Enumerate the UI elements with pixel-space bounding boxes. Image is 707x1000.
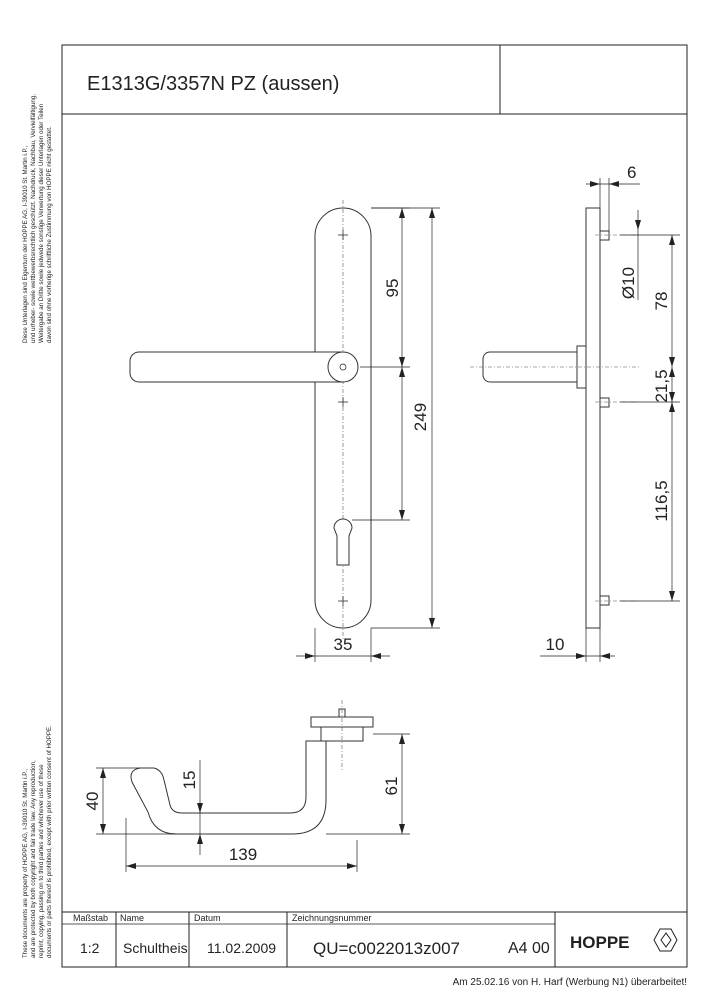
hoppe-logo-icon: [653, 928, 678, 952]
side-stud-top: [599, 230, 610, 241]
legal-en-line-4: documents or parts thereof is prohibited…: [46, 725, 53, 958]
dim-10-arrow-right: [600, 653, 610, 659]
legal-notice-de: Diese Unterlagen sind Eigentum der HOPPE…: [22, 94, 53, 343]
dim-21-5-label: 21,5: [652, 369, 671, 402]
front-spindle-mark: [339, 363, 347, 371]
legal-de-line-2: und urheber- sowie wettbewerbsrechtlich …: [30, 94, 37, 343]
dim-139-arrow-left: [126, 863, 136, 869]
front-screw-top: [338, 230, 348, 240]
scale-value: 1:2: [80, 940, 100, 956]
legal-de-line-1: Diese Unterlagen sind Eigentum der HOPPE…: [22, 145, 29, 343]
dim-78-arrow-top: [669, 235, 675, 245]
date-label: Datum: [194, 913, 221, 923]
legal-notice-en: These documents are property of HOPPE AG…: [22, 725, 53, 958]
name-label: Name: [120, 913, 144, 923]
dim-35-arrow-left: [305, 653, 315, 659]
dim-116-5-label: 116,5: [652, 480, 671, 521]
dim-249-arrow-top: [399, 367, 405, 377]
dim-61-arrow-bottom: [399, 824, 405, 834]
dim-139-label: 139: [229, 845, 257, 864]
revision-value: 00: [532, 940, 550, 957]
dim-249-label: 249: [411, 403, 430, 431]
drawing-number-value: QU=c0022013z007: [313, 939, 460, 958]
dim-overall-arrow-bottom: [429, 618, 435, 628]
name-value: Schultheis: [123, 940, 188, 956]
legal-de-line-4: davon sind ohne vorherige schriftliche Z…: [46, 126, 53, 343]
legal-de-line-3: Weitergabe an Dritte sowie jedwede sonst…: [38, 103, 45, 343]
dim-10-arrow-left: [576, 653, 586, 659]
legal-en-line-1: These documents are property of HOPPE AG…: [22, 769, 29, 958]
scale-label: Maßstab: [73, 913, 108, 923]
footer-note: Am 25.02.16 von H. Harf (Werbung N1) übe…: [453, 977, 687, 988]
side-stud-bottom: [599, 595, 610, 606]
dim-116-5-arrow-bottom: [669, 591, 675, 601]
dim-15-arrow-bottom: [197, 834, 203, 844]
dim-21-5-arrow-bottom: [669, 392, 675, 402]
dim-40-arrow-top: [100, 768, 106, 778]
date-value: 11.02.2009: [207, 940, 276, 956]
dim-6-arrow-right: [609, 181, 619, 187]
side-stud-mid: [599, 397, 610, 408]
legal-en-line-3: reprint, copying, passing on to third pa…: [38, 764, 45, 958]
side-view: 6 Ø10 78 21,5 116,5 10: [470, 163, 680, 662]
dim-overall-arrow-top: [429, 208, 435, 218]
front-screw-mid: [338, 397, 348, 407]
dim-dia10-label: Ø10: [619, 267, 638, 299]
legal-en-line-2: and are protected by both copyright and …: [30, 760, 37, 958]
dim-dia10-arrow: [635, 220, 641, 230]
title-block: Maßstab 1:2 Name Schultheis Datum 11.02.…: [62, 911, 687, 967]
front-lever: [129, 351, 344, 383]
front-cylinder-cutout: [333, 518, 353, 566]
top-view: 40 15 61 139: [83, 700, 410, 872]
dim-21-5-arrow-top: [669, 367, 675, 377]
dim-61-label: 61: [382, 777, 401, 796]
dim-139-arrow-right: [347, 863, 357, 869]
dim-6-arrow-left: [590, 181, 600, 187]
dim-10-label: 10: [546, 635, 565, 654]
dim-249-arrow-bottom: [399, 510, 405, 520]
front-view: 95 249 35: [129, 200, 440, 662]
dim-40-arrow-bottom: [100, 824, 106, 834]
dim-95-arrow-top: [399, 208, 405, 218]
drawing-title: E1313G/3357N PZ (aussen): [87, 73, 339, 95]
drawing-number-label: Zeichnungsnummer: [292, 913, 372, 923]
format-value: A4: [508, 940, 528, 957]
dim-95-label: 95: [383, 279, 402, 298]
dim-116-5-arrow-top: [669, 402, 675, 412]
dim-15-label: 15: [180, 771, 199, 790]
brand-logo-text: HOPPE: [570, 933, 630, 952]
dim-35-arrow-right: [371, 653, 381, 659]
drawing-frame: [61, 44, 688, 968]
side-backplate: [585, 207, 601, 629]
dim-61-arrow-top: [399, 734, 405, 744]
dim-78-label: 78: [652, 292, 671, 311]
dim-95-arrow-bottom: [399, 357, 405, 367]
dim-6-label: 6: [627, 163, 636, 182]
dim-35-label: 35: [334, 635, 353, 654]
front-screw-bottom: [338, 596, 348, 606]
dim-15-arrow-top: [197, 803, 203, 813]
front-rose: [327, 351, 359, 383]
dim-40-label: 40: [83, 792, 102, 811]
top-lever: [130, 740, 327, 835]
dim-78-arrow-bottom: [669, 357, 675, 367]
